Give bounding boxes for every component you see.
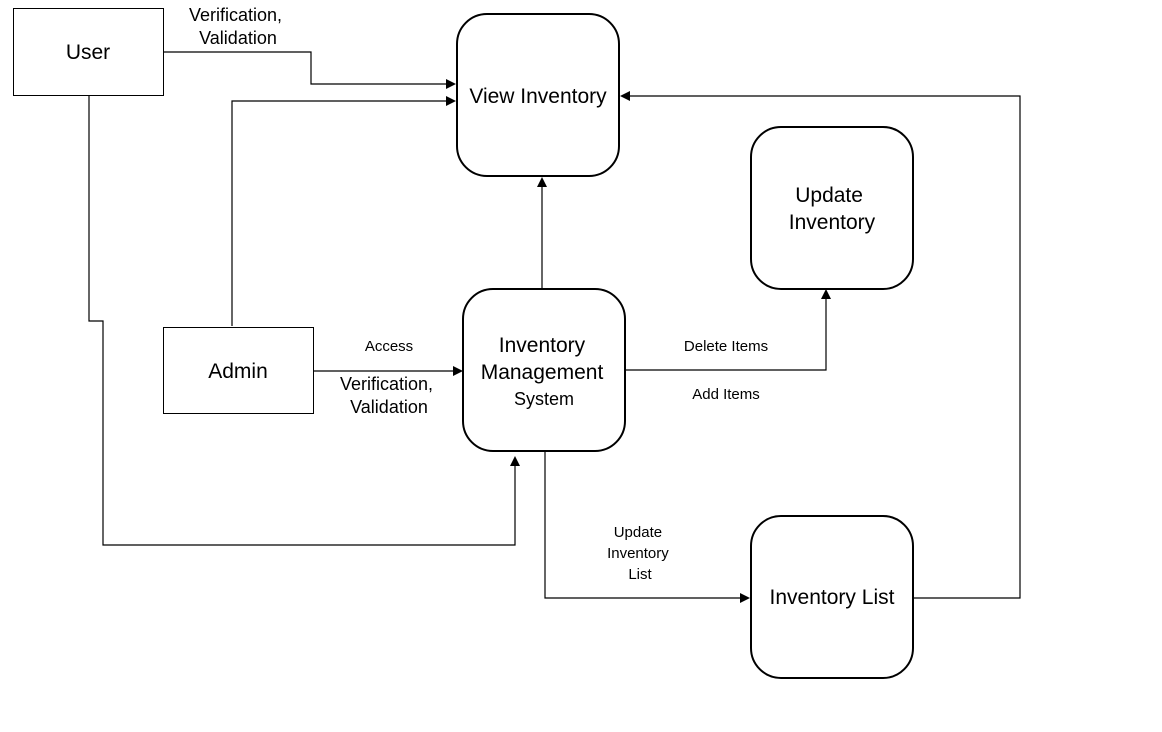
update-inventory-label-line-1: Update <box>795 184 863 207</box>
inventory-list-label: Inventory List <box>770 586 895 609</box>
update-inventory-label-line-2: Inventory <box>789 211 876 234</box>
edge-label-update-inventory-list-line-3: List <box>628 566 652 583</box>
edge-user-to-view-inventory <box>164 51 456 89</box>
user-entity: User <box>13 8 164 96</box>
edge-label-access: Access <box>365 338 413 355</box>
edge-label-user-verification: Verification, Validation <box>189 5 287 48</box>
ims-label-line-1: Inventory <box>499 334 586 357</box>
edge-inventory-list-to-view-inventory <box>620 91 1021 599</box>
edge-label-user-verification-line-2: Validation <box>199 28 277 48</box>
update-inventory-label: Update Inventory <box>789 184 876 234</box>
edge-admin-to-view-inventory <box>231 96 456 326</box>
inventory-management-system-process: Inventory Management System <box>462 288 626 452</box>
edge-label-user-verification-line-1: Verification, <box>189 5 282 25</box>
edge-label-admin-verification: Verification, Validation <box>340 374 438 417</box>
edge-label-update-inventory-list: Update Inventory List <box>607 524 673 583</box>
edge-label-update-inventory-list-line-1: Update <box>614 524 662 541</box>
edge-ims-to-view-inventory <box>537 177 547 288</box>
view-inventory-label: View Inventory <box>469 85 607 108</box>
edge-ims-to-update-inventory <box>626 289 831 371</box>
edge-label-update-inventory-list-line-2: Inventory <box>607 545 669 562</box>
edge-label-admin-verification-line-1: Verification, <box>340 374 433 394</box>
update-inventory-process: Update Inventory <box>750 126 914 290</box>
admin-entity-label: Admin <box>208 360 268 383</box>
inventory-list-store: Inventory List <box>750 515 914 679</box>
ims-label-line-3: System <box>514 389 574 409</box>
view-inventory-process: View Inventory <box>456 13 620 177</box>
admin-entity: Admin <box>163 327 314 414</box>
edge-label-admin-verification-line-2: Validation <box>350 397 428 417</box>
ims-label: Inventory Management System <box>481 334 608 409</box>
edge-label-delete-items: Delete Items <box>684 338 768 355</box>
edge-user-to-ims <box>88 96 520 546</box>
edge-ims-to-inventory-list <box>544 452 750 603</box>
edge-admin-to-ims <box>314 366 463 376</box>
edge-label-add-items: Add Items <box>692 386 760 403</box>
ims-label-line-2: Management <box>481 361 604 384</box>
user-entity-label: User <box>66 41 110 64</box>
